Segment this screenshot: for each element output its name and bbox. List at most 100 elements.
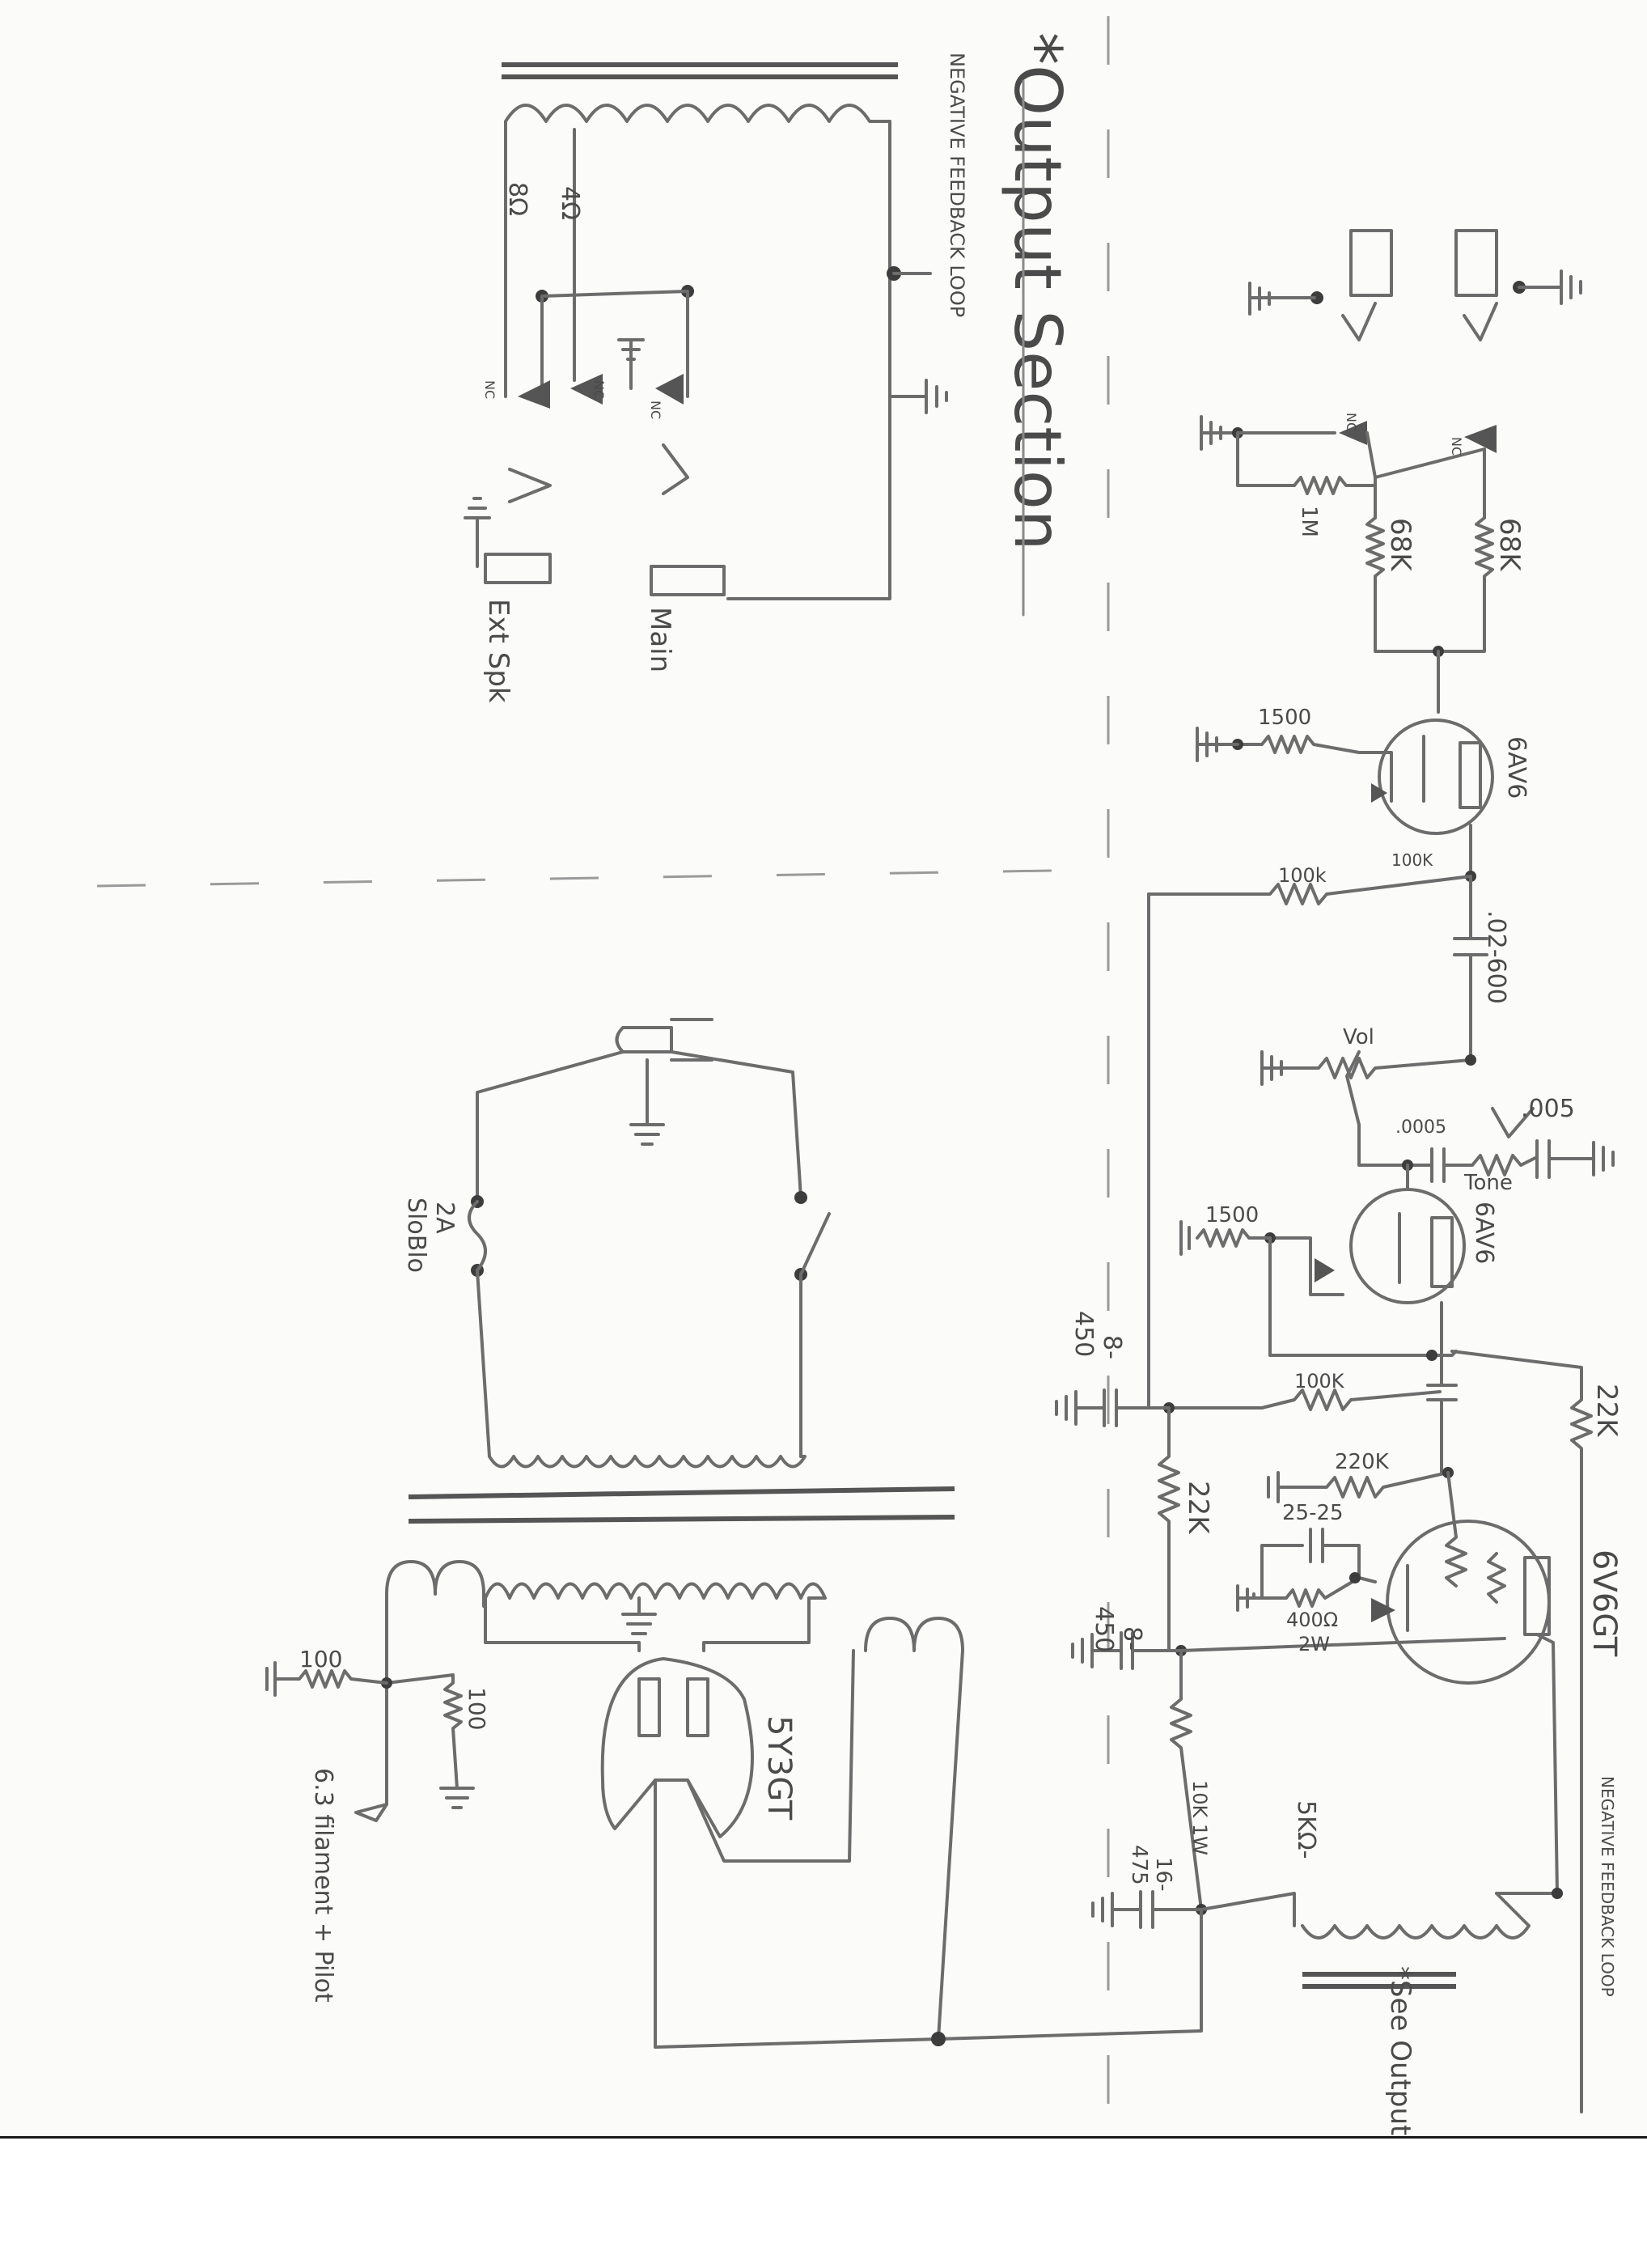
resistor-22k-a-label: 22K: [1182, 1481, 1214, 1535]
rectifier-filament-wiring: [654, 1649, 964, 2049]
input-jack-2: [1454, 229, 1498, 297]
fuse-type-label: SloBlo: [402, 1198, 430, 1273]
tube-6av6-a: [1378, 719, 1494, 835]
plate-resistor-100k-a-ghost-label: 100K: [1391, 850, 1433, 870]
mains-wiring: [476, 1050, 802, 1199]
filament-label: 6.3 filament + Pilot: [309, 1768, 337, 2003]
cathode-bypass-node: [1349, 1572, 1361, 1583]
preamp-feedback-label: NEGATIVE FEEDBACK LOOP: [1598, 1776, 1617, 1997]
tap-8ohm-label: 8Ω: [503, 182, 531, 216]
coupling-cap-02-label: .02-600: [1482, 910, 1510, 1004]
amplifier-schematic: NEGATIVE FEEDBACK LOOP 8Ω 4Ω NC NC NC Ex…: [96, 16, 1623, 2136]
rectifier-label: 5Y3GT: [760, 1715, 798, 1821]
main-jack-tip: [662, 443, 689, 495]
ext-spk-ground: [464, 497, 491, 568]
jack-nc-triangle-2: [570, 374, 603, 405]
output-section-title: *Output Section: [1000, 32, 1075, 551]
coupling-cap-6v6: [1426, 1354, 1458, 1474]
resistor-68k-b: [1475, 516, 1494, 608]
ot-plate-node: [1552, 1888, 1563, 1899]
switch-node-a: [794, 1191, 807, 1204]
ext-spk-label: Ext Spk: [482, 599, 514, 703]
mains-ground: [629, 1058, 665, 1146]
filter-cap-8-450-a-value: 8-: [1098, 1335, 1126, 1359]
mains-plug: [615, 1018, 713, 1062]
rectifier-plate-a: [637, 1677, 661, 1737]
jack-nc-label-3: NC: [648, 401, 663, 419]
scanner-bottom-margin: [0, 2136, 1647, 2268]
tube-6av6-b-label: 6AV6: [1470, 1202, 1498, 1264]
filter-cap-8-450-a: [1055, 1388, 1171, 1427]
resistor-10k-1w: [1170, 1649, 1203, 1911]
resistor-68k-a: [1365, 516, 1385, 608]
pt-hv-leads: [484, 1596, 811, 1652]
tube-6av6-b-cathode: [1268, 1236, 1344, 1296]
jack-nc-triangle-3: [655, 374, 684, 405]
plate-resistor-100k-a-label: 100k: [1278, 864, 1327, 887]
b-plus-rail: [1147, 892, 1171, 1410]
volume-pot: [1293, 1057, 1472, 1079]
volume-wiper: [1345, 1050, 1361, 1126]
tube-6v6gt-grid2: [1487, 1552, 1506, 1604]
cathode-resistor-1500-a: [1236, 735, 1361, 754]
plate-resistor-100k-a: [1147, 875, 1472, 905]
pt-core-line-1: [408, 1486, 955, 1499]
plate-to-ot: [1495, 1633, 1563, 1895]
resistor-22k-b-label: 22K: [1590, 1384, 1623, 1438]
tube-6av6-b-diode: [1315, 1258, 1335, 1282]
volume-ground: [1260, 1050, 1296, 1086]
resistor-1m-label: 1M: [1297, 506, 1321, 537]
filter-cap-8-450-b-value: 8-: [1118, 1626, 1146, 1651]
filter-cap-16-475: [1091, 1890, 1203, 1929]
input-jack-1: [1349, 229, 1393, 297]
tube-6av6-a-plate: [1459, 741, 1482, 809]
tube-6v6gt-screen: [1445, 1471, 1467, 1588]
plate-resistor-100k-b-label: 100K: [1294, 1370, 1345, 1393]
see-output-section-label: *See Output Section: [1384, 1966, 1416, 2136]
output-section: NEGATIVE FEEDBACK LOOP 8Ω 4Ω NC NC NC Ex…: [464, 32, 1075, 703]
resistor-100-a: [265, 1661, 388, 1697]
input-nc-label-1: NC: [1344, 413, 1359, 431]
input-wiring: [1236, 431, 1486, 653]
pt-hv-coil: [484, 1582, 827, 1600]
tone-wiper: [1491, 1107, 1535, 1138]
power-supply-section: 2A SloBlo 100 100 6.3 filament + Pilot 5…: [265, 1018, 964, 2049]
cathode-resistor-1500-b-label: 1500: [1205, 1203, 1259, 1227]
jack-nc-label-1: NC: [482, 380, 497, 399]
screen-feed: [1179, 1637, 1506, 1652]
coupling-cap-02: [1453, 875, 1488, 1058]
tube-6av6-b-grid: [1398, 1164, 1409, 1284]
resistor-400-label: 400Ω: [1286, 1609, 1338, 1631]
grid-resistor-220k-label: 220K: [1335, 1450, 1390, 1474]
input-ground-bar: [1200, 415, 1239, 451]
input-jack-2-ground: [1518, 269, 1582, 305]
pt-hv-center-tap-ground: [621, 1596, 657, 1635]
input-nc-label-2: NC: [1449, 437, 1464, 456]
cap-25-25-label: 25-25: [1282, 1501, 1344, 1525]
grid-resistor-220k: [1267, 1471, 1450, 1503]
tube-6av6-a-diode: [1371, 783, 1387, 803]
tone-network: [1357, 1123, 1615, 1183]
input-nc-triangle-1: [1339, 421, 1367, 445]
schematic-sheet: NEGATIVE FEEDBACK LOOP 8Ω 4Ω NC NC NC Ex…: [96, 16, 1623, 2136]
ot-primary-wire: [1200, 1892, 1296, 1927]
fuse-2a: [468, 1200, 487, 1272]
cathode-loop-b: [1268, 1236, 1458, 1357]
pt-5v-coil: [864, 1617, 964, 1652]
rectifier-5y3gt: [600, 1657, 754, 1838]
filter-cap-16-475-value: 16-: [1151, 1857, 1175, 1891]
jack-ground-symbol: [617, 338, 645, 361]
cap-0005-label: .0005: [1395, 1117, 1446, 1138]
filament-wiring: [354, 1592, 475, 1822]
cathode-bypass-network: [1236, 1528, 1377, 1612]
tube-6av6-b-plate: [1430, 1216, 1454, 1288]
common-wire: [726, 120, 891, 600]
pt-filament-coil: [385, 1560, 485, 1608]
plate-node-b: [1426, 1350, 1437, 1361]
rectifier-output-node: [931, 2032, 946, 2046]
resistor-100-a-label: 100: [299, 1646, 342, 1672]
resistor-100-b-label: 100: [464, 1687, 490, 1730]
tube-6av6-a-label: 6AV6: [1502, 736, 1531, 799]
tone-label: Tone: [1463, 1171, 1513, 1195]
fuse-rating-label: 2A: [430, 1202, 459, 1234]
